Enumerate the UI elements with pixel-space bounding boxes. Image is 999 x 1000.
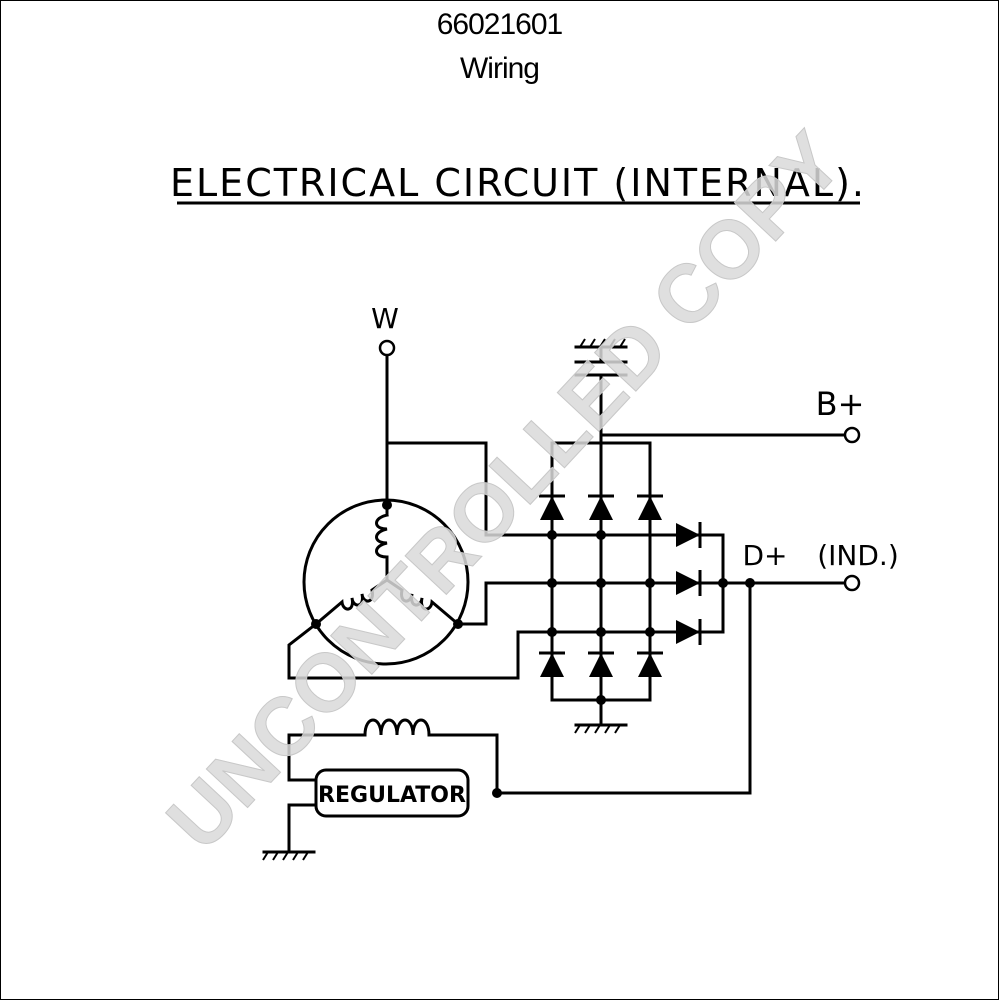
stator-circle (302, 498, 470, 666)
stator-winding-left (313, 577, 390, 627)
w-terminal (378, 339, 396, 357)
diode-positive-3 (635, 494, 665, 522)
watermark: UNCONTROLLED COPY (150, 115, 860, 867)
junction-dots (311, 500, 755, 798)
diode-positive-2 (586, 494, 616, 522)
stator-winding-right (384, 577, 461, 627)
diode-negative-3 (635, 651, 665, 679)
field-coil (363, 718, 431, 737)
diode-exciter-3 (674, 617, 702, 647)
ind-label: (IND.) (817, 539, 899, 572)
diode-exciter-1 (674, 520, 702, 550)
diode-exciter-2 (674, 568, 702, 598)
diagram-title: ELECTRICAL CIRCUIT (INTERNAL). (170, 161, 866, 205)
w-label: W (371, 302, 399, 335)
part-number: 66021601 (436, 8, 563, 41)
diode-negative-1 (537, 651, 567, 679)
regulator-box (314, 768, 470, 818)
b-plus-terminal (843, 426, 861, 444)
d-plus-label: D+ (742, 539, 787, 572)
page-subtitle: Wiring (459, 52, 540, 85)
d-plus-terminal (843, 574, 861, 592)
regulator-label: REGULATOR (318, 783, 466, 808)
b-plus-label: B+ (816, 385, 865, 423)
diode-negative-2 (586, 651, 616, 679)
